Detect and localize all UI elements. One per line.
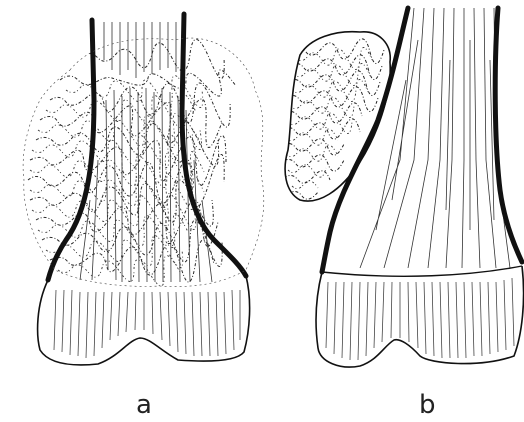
panel-b-tumor-outline bbox=[285, 32, 390, 201]
panel-b-epiphysis-striations bbox=[326, 278, 514, 360]
panel-a-cortex-right bbox=[182, 14, 246, 276]
panel-a-drawing bbox=[23, 14, 264, 365]
panel-b-epiphysis-outline bbox=[316, 266, 524, 367]
panel-b-cortex-left bbox=[322, 8, 408, 272]
panel-b-growth-plate bbox=[322, 266, 522, 276]
panel-b-shaft-striations bbox=[360, 8, 510, 268]
panel-b-drawing bbox=[282, 8, 524, 367]
panel-a-epiphysis-striations bbox=[54, 290, 240, 358]
panel-b-cortex-right bbox=[495, 8, 522, 262]
panel-a-label: a bbox=[136, 392, 152, 418]
panel-a-cortex-left bbox=[48, 20, 94, 280]
panel-b-label: b bbox=[419, 392, 436, 418]
